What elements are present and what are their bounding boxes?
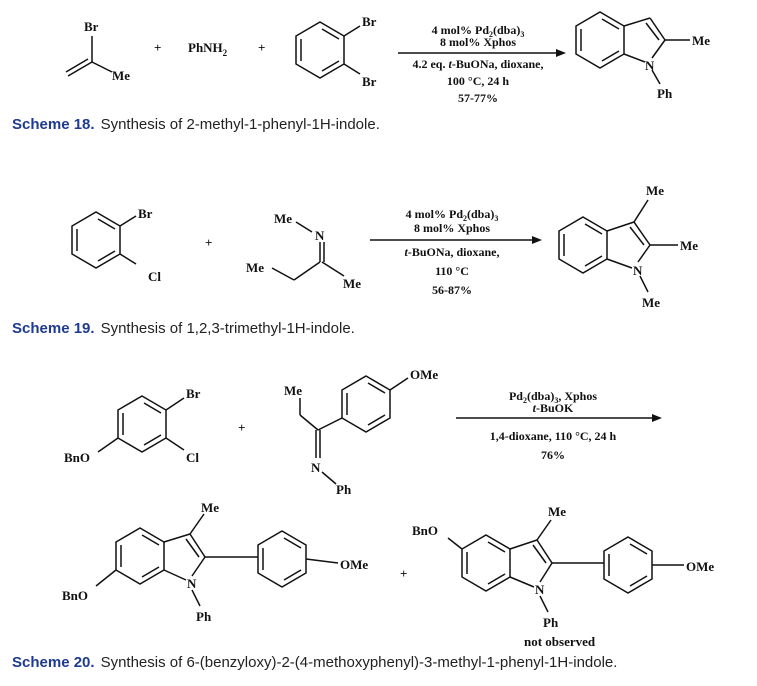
scheme19-product-structure: Me Me N Me <box>558 183 698 310</box>
scheme18-aniline-label: PhNH2 <box>188 40 228 58</box>
svg-text:56-87%: 56-87% <box>432 283 472 297</box>
scheme20-caption-label: Scheme 20. <box>12 654 95 671</box>
scheme18-product-n: N <box>645 58 655 73</box>
scheme19-product-me-top: Me <box>646 183 664 198</box>
scheme19-n-me-label: Me <box>274 211 292 226</box>
scheme18-br2-label: Br <box>362 74 377 89</box>
scheme19-caption-label: Scheme 19. <box>12 320 95 337</box>
svg-text:t-BuOK: t-BuOK <box>533 401 574 415</box>
scheme20-cl-label: Cl <box>186 450 199 465</box>
bnochloro-bromobenzene-structure: Br Cl BnO <box>64 386 201 465</box>
scheme18-me-label: Me <box>112 68 130 83</box>
scheme19-cl-label: Cl <box>148 269 161 284</box>
scheme19-imine-n: N <box>315 228 325 243</box>
scheme18-conditions: 4 mol% Pd2(dba)3 8 mol% Xphos 4.2 eq. t-… <box>412 23 543 105</box>
scheme20-product1-ph: Ph <box>196 609 212 624</box>
scheme20-product2-bno: BnO <box>412 523 438 538</box>
scheme18-plus-2: + <box>258 40 265 55</box>
bromopropene-structure: Br Me <box>65 19 130 83</box>
scheme20-reagent-ph: Ph <box>336 482 352 497</box>
dibromobenzene-structure: Br Br <box>295 14 377 89</box>
imine-structure: Me N Me Me <box>246 211 361 291</box>
scheme18-product-structure: N Me Ph <box>575 11 710 101</box>
scheme20-plus: + <box>238 420 245 435</box>
svg-text:8 mol% Xphos: 8 mol% Xphos <box>414 221 490 235</box>
scheme19-plus: + <box>205 235 212 250</box>
aryl-imine-structure: Me OMe N Ph <box>284 367 438 497</box>
scheme20-product1-structure: Me OMe BnO N Ph <box>62 500 368 624</box>
scheme18-product-me: Me <box>692 33 710 48</box>
scheme20-product2-ph: Ph <box>543 615 559 630</box>
scheme18-caption: Scheme 18. Synthesis of 2-methyl-1-phenyl… <box>12 116 380 133</box>
scheme18-caption-label: Scheme 18. <box>12 116 95 133</box>
scheme20-bno-label: BnO <box>64 450 90 465</box>
scheme19-caption: Scheme 19. Synthesis of 1,2,3-trimethyl-1… <box>12 320 355 337</box>
scheme20-product2-me: Me <box>548 504 566 519</box>
svg-text:76%: 76% <box>541 448 565 462</box>
svg-text:t-BuONa, dioxane,: t-BuONa, dioxane, <box>404 245 499 259</box>
scheme18-caption-text: Synthesis of 2-methyl-1-phenyl-1H-indole… <box>100 116 380 133</box>
bromochlorobenzene-structure: Br Cl <box>71 206 161 284</box>
svg-text:8 mol% Xphos: 8 mol% Xphos <box>440 35 516 49</box>
scheme20-product1-me: Me <box>201 500 219 515</box>
scheme20-product1-n: N <box>187 576 197 591</box>
scheme20-plus-2: + <box>400 566 407 581</box>
svg-text:4 mol% Pd2(dba)3: 4 mol% Pd2(dba)3 <box>432 23 525 39</box>
scheme20-drawing: Br Cl BnO + Me OMe N Ph Pd2(dba)3, Xphos <box>62 367 714 649</box>
scheme19-conditions: 4 mol% Pd2(dba)3 8 mol% Xphos t-BuONa, d… <box>404 207 499 297</box>
scheme20-reagent-me: Me <box>284 383 302 398</box>
scheme20-product2-note: not observed <box>524 634 596 649</box>
scheme18-product-ph: Ph <box>657 86 673 101</box>
svg-text:Pd2(dba)3, Xphos: Pd2(dba)3, Xphos <box>509 389 597 405</box>
scheme19-product-me-n: Me <box>642 295 660 310</box>
scheme20-caption: Scheme 20. Synthesis of 6-(benzyloxy)-2-(… <box>12 654 617 671</box>
scheme20-product2-structure: Me OMe BnO N Ph not observed <box>412 504 714 649</box>
scheme18-br-label: Br <box>84 19 99 34</box>
scheme20-reagent-ome: OMe <box>410 367 438 382</box>
scheme19-br-label: Br <box>138 206 153 221</box>
scheme19-product-me-right: Me <box>680 238 698 253</box>
scheme20-caption-text: Synthesis of 6-(benzyloxy)-2-(4-methoxyp… <box>100 654 618 671</box>
scheme20-product1-ome: OMe <box>340 557 368 572</box>
svg-text:57-77%: 57-77% <box>458 91 498 105</box>
svg-text:100 °C, 24 h: 100 °C, 24 h <box>447 74 509 88</box>
scheme18-plus-1: + <box>154 40 161 55</box>
scheme20-product2-n: N <box>535 582 545 597</box>
scheme19-drawing: Br Cl + Me N Me Me 4 mol% Pd2(dba)3 8 mo… <box>71 183 698 310</box>
scheme19-caption-text: Synthesis of 1,2,3-trimethyl-1H-indole. <box>100 320 355 337</box>
scheme19-product-n: N <box>633 263 643 278</box>
svg-text:1,4-dioxane, 110 °C, 24 h: 1,4-dioxane, 110 °C, 24 h <box>490 429 617 443</box>
scheme20-conditions: Pd2(dba)3, Xphos t-BuOK 1,4-dioxane, 110… <box>490 389 617 462</box>
scheme20-reagent-n: N <box>311 460 321 475</box>
scheme20-product2-ome: OMe <box>686 559 714 574</box>
scheme20-product1-bno: BnO <box>62 588 88 603</box>
scheme18-br1-label: Br <box>362 14 377 29</box>
scheme18-drawing: Br Me + PhNH2 + Br Br 4 mol% Pd2(dba)3 8… <box>65 11 710 105</box>
scheme19-me-left: Me <box>246 260 264 275</box>
scheme19-me-right: Me <box>343 276 361 291</box>
svg-text:4 mol% Pd2(dba)3: 4 mol% Pd2(dba)3 <box>406 207 499 223</box>
scheme20-br-label: Br <box>186 386 201 401</box>
svg-text:4.2 eq. t-BuONa, dioxane,: 4.2 eq. t-BuONa, dioxane, <box>412 57 543 71</box>
svg-text:110 °C: 110 °C <box>435 264 469 278</box>
